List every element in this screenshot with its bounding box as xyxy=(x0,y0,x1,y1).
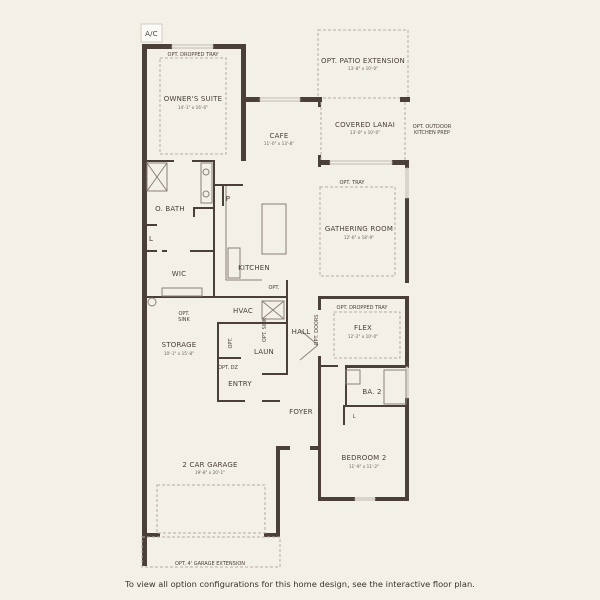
opt-dz-label: OPT. DZ xyxy=(218,365,238,371)
lanai-label: COVERED LANAI xyxy=(335,121,395,129)
laun-opt-label: OPT. xyxy=(228,337,234,348)
garage-extension-outline xyxy=(141,536,281,568)
storage-opt-sink-2: SINK xyxy=(178,317,190,323)
walls xyxy=(142,44,410,566)
kitchen-label: KITCHEN xyxy=(238,264,270,272)
laun-label: LAUN xyxy=(254,348,274,356)
foyer-label: FOYER xyxy=(289,408,313,416)
pantry-label: P xyxy=(226,195,230,203)
windows xyxy=(171,44,409,501)
storage-dim: 10'-1" x 15'-8" xyxy=(164,351,194,356)
garage-label: 2 CAR GARAGE xyxy=(182,461,237,469)
fixtures xyxy=(146,162,407,405)
ac-label: A/C xyxy=(145,30,158,38)
laun-opt-sink-label: OPT. SINK xyxy=(262,317,268,342)
owners-suite-dim: 14'-1" x 16'-0" xyxy=(178,105,208,110)
hall-label: HALL xyxy=(292,328,311,336)
linen2-label: L xyxy=(353,414,356,420)
hvac-label: HVAC xyxy=(233,307,253,315)
gathering-room-dim: 12'-6" x 18'-9" xyxy=(344,235,374,240)
bedroom2-dim: 11'-9" x 11'-2" xyxy=(349,464,379,469)
hall-opt-doors-label: OPT. DOORS xyxy=(314,315,320,346)
lanai-dim: 13'-0" x 10'-0" xyxy=(350,130,380,135)
gathering-tray-label: OPT. TRAY xyxy=(339,180,365,186)
patio-extension-label: OPT. PATIO EXTENSION xyxy=(321,57,405,65)
ba2-label: BA. 2 xyxy=(362,388,381,396)
garage-door-outline xyxy=(156,484,266,534)
storage-opt-sink-1: OPT. xyxy=(178,311,189,317)
entry-label: ENTRY xyxy=(228,380,252,388)
owners-suite-label: OWNER'S SUITE xyxy=(164,95,222,103)
garage-dim: 19'-8" x 20'-1" xyxy=(195,470,225,475)
garage-extension-label: OPT. 4' GARAGE EXTENSION xyxy=(175,561,245,567)
flex-tray-label: OPT. DROPPED TRAY xyxy=(337,305,389,311)
linen-label: L xyxy=(149,235,153,243)
interactive-plan-note: To view all option configurations for th… xyxy=(125,579,475,589)
cafe-dim: 11'-0" x 13'-8" xyxy=(264,141,294,146)
storage-label: STORAGE xyxy=(162,341,197,349)
flex-tray-outline xyxy=(333,311,401,359)
bedroom2-label: BEDROOM 2 xyxy=(341,454,386,462)
cafe-label: CAFE xyxy=(270,132,289,140)
gathering-room-label: GATHERING ROOM xyxy=(325,225,393,233)
patio-extension-outline xyxy=(317,29,409,99)
ac-pad xyxy=(140,23,163,43)
gathering-tray-outline xyxy=(319,186,396,277)
outdoor-kitchen-label-2: KITCHEN PREP xyxy=(414,130,450,136)
obath-label: O. BATH xyxy=(155,205,185,213)
kitchen-opt-label: OPT. xyxy=(268,285,279,291)
outdoor-kitchen-label-1: OPT. OUTDOOR xyxy=(413,124,452,130)
wic-label: WIC xyxy=(172,270,186,278)
patio-extension-dim: 13'-8" x 10'-0" xyxy=(348,66,378,71)
flex-label: FLEX xyxy=(354,324,372,332)
owners-tray-label: OPT. DROPPED TRAY xyxy=(168,52,220,58)
owners-tray-outline xyxy=(159,57,227,155)
flex-dim: 12'-2" x 10'-0" xyxy=(348,334,378,339)
